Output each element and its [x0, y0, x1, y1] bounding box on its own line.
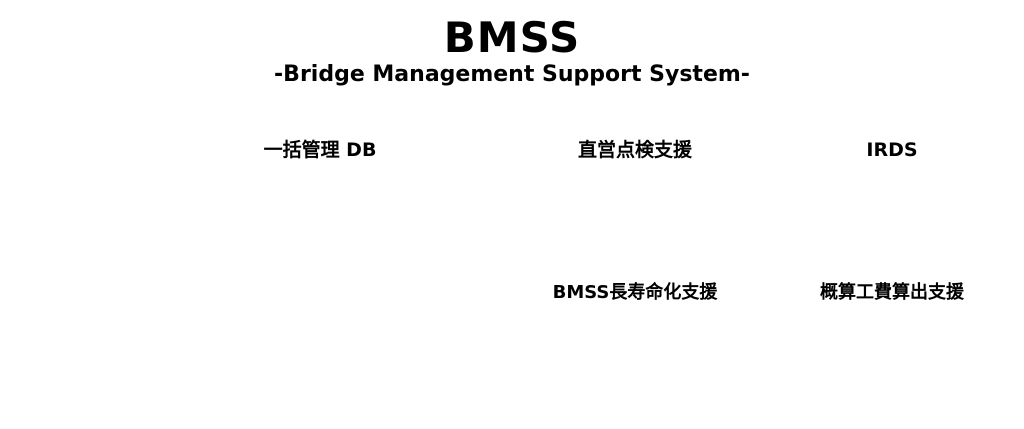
menu-link-irds[interactable]: IRDS — [866, 139, 918, 161]
header: BMSS -Bridge Management Support System- — [0, 14, 1024, 88]
menu-link-longevity-support[interactable]: BMSS長寿命化支援 — [552, 282, 718, 303]
menu-link-bulk-db[interactable]: 一括管理 DB — [263, 139, 377, 161]
app-subtitle: -Bridge Management Support System- — [274, 62, 750, 87]
menu-link-direct-inspection[interactable]: 直営点検支援 — [577, 139, 692, 161]
app-title: BMSS — [443, 13, 581, 62]
menu-link-cost-estimate[interactable]: 概算工費算出支援 — [820, 282, 964, 303]
